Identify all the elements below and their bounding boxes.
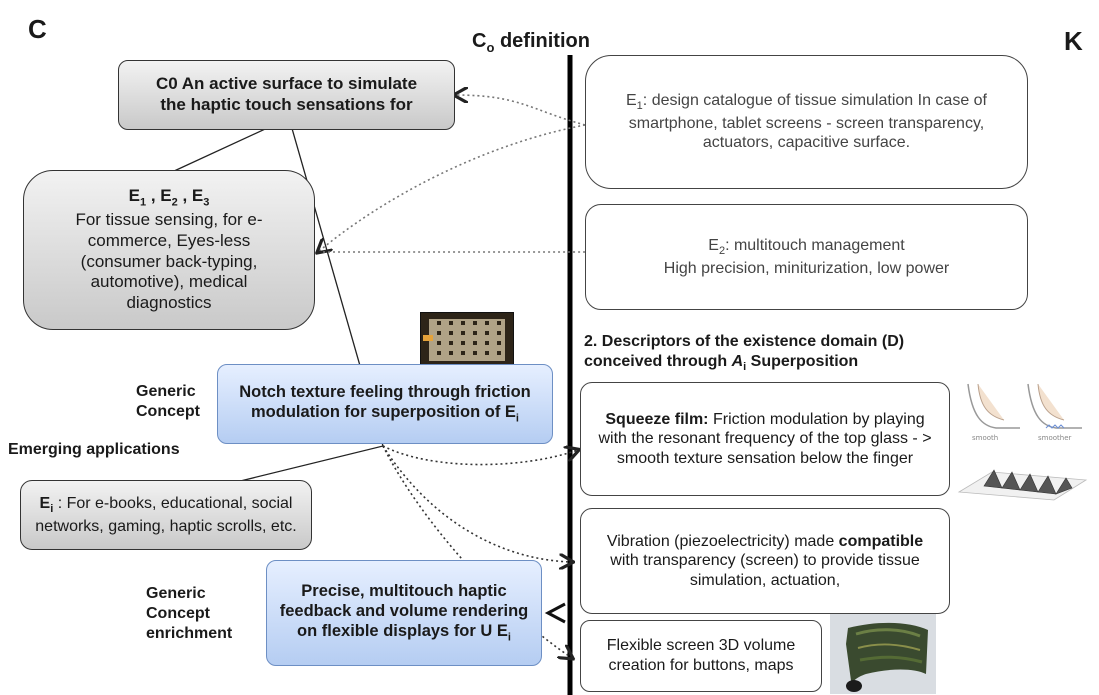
- squeeze-film-box: Squeeze film: Friction modulation by pla…: [580, 382, 950, 496]
- k-e2-box: E2: multitouch management High precision…: [585, 204, 1028, 310]
- finger-label-smooth: smooth: [972, 434, 998, 442]
- notch-box: Notch texture feeling through friction m…: [217, 364, 553, 444]
- flexible-display-image: [830, 614, 936, 694]
- keypad-photo: [420, 312, 514, 368]
- generic-concept-label: Generic Concept: [136, 383, 200, 420]
- flexible-screen-box: Flexible screen 3D volume creation for b…: [580, 620, 822, 692]
- precise-box: Precise, multitouch haptic feedback and …: [266, 560, 542, 666]
- finger-illustration: smooth smoother: [967, 383, 1082, 442]
- ei-box: Ei : For e-books, educational, social ne…: [20, 480, 312, 550]
- squeeze-film-illustration: [957, 469, 1088, 501]
- finger-label-smoother: smoother: [1038, 434, 1072, 442]
- emerging-applications-label: Emerging applications: [8, 441, 180, 458]
- c0-box: C0 An active surface to simulate the hap…: [118, 60, 455, 130]
- generic-concept-enrichment-label: Generic Concept enrichment: [146, 585, 233, 642]
- vibration-box: Vibration (piezoelectricity) made compat…: [580, 508, 950, 614]
- e123-box: E1 , E2 , E3 For tissue sensing, for e-c…: [23, 170, 315, 330]
- column-letter-k: K: [1064, 26, 1083, 56]
- column-letter-c: C: [28, 14, 47, 44]
- descriptors-heading: 2. Descriptors of the existence domain (…: [584, 333, 905, 374]
- top-title: Co definition: [472, 30, 590, 55]
- k-e1-box: E1: design catalogue of tissue simulatio…: [585, 55, 1028, 189]
